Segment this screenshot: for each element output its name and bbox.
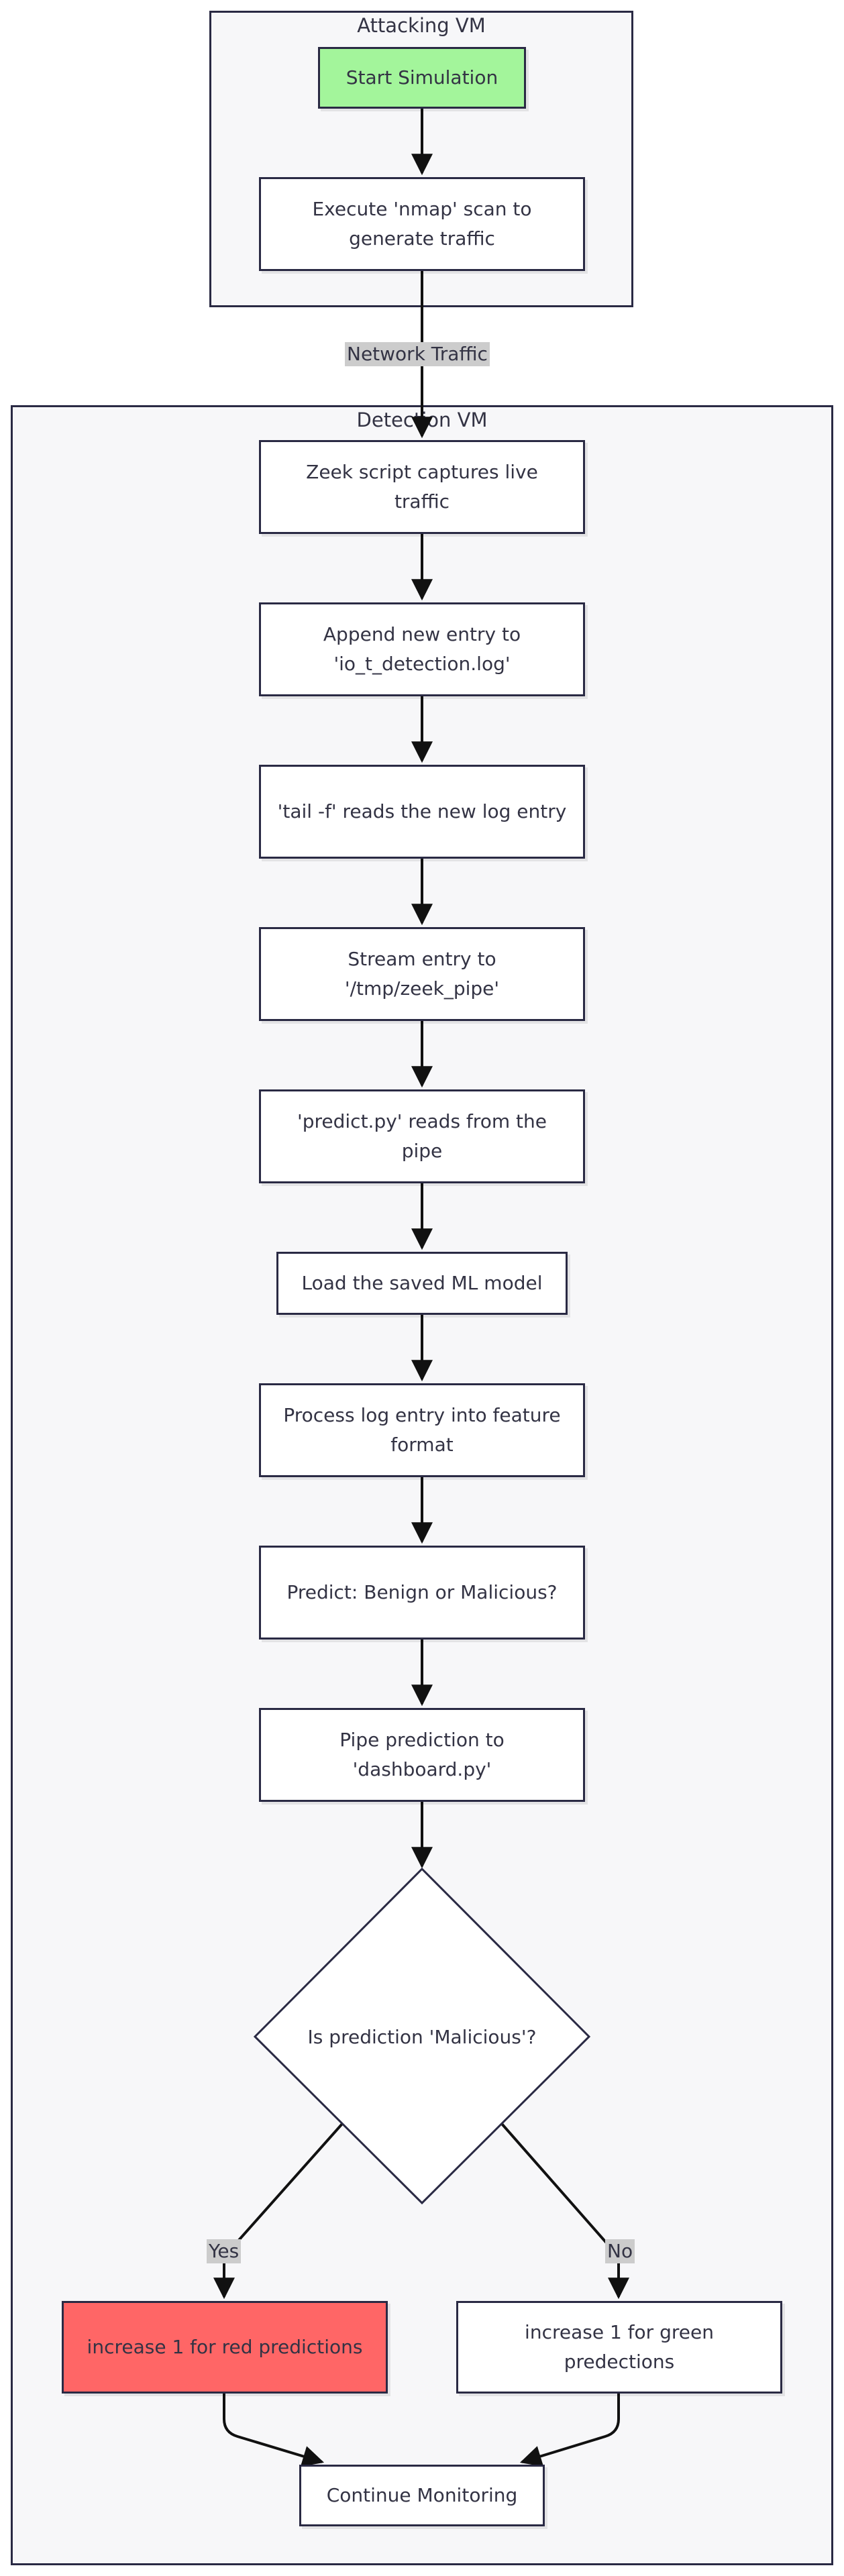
edge-label-no: No [605, 2239, 635, 2263]
process-entry-node: Process log entry into feature format [259, 1383, 585, 1477]
attacking-vm-title: Attacking VM [357, 14, 486, 37]
edge-label-yes: Yes [207, 2239, 242, 2263]
edge-label-network-traffic: Network Traffic [345, 342, 490, 366]
nmap-scan-node: Execute 'nmap' scan to generate traffic [259, 177, 585, 271]
append-log-node: Append new entry to 'io_t_detection.log' [259, 602, 585, 696]
stream-pipe-node: Stream entry to '/tmp/zeek_pipe' [259, 927, 585, 1021]
pipe-dashboard-node: Pipe prediction to 'dashboard.py' [259, 1708, 585, 1802]
edge-red-continue [223, 2394, 325, 2467]
red-predictions-node: increase 1 for red predictions [62, 2301, 388, 2394]
tail-reads-node: 'tail -f' reads the new log entry [259, 765, 585, 859]
decision-label: Is prediction 'Malicious'? [307, 2025, 537, 2048]
green-predictions-node: increase 1 for green predections [456, 2301, 782, 2394]
edge-green-continue [519, 2394, 620, 2467]
decision-diamond [253, 1867, 591, 2205]
continue-monitoring-node: Continue Monitoring [299, 2465, 545, 2526]
predict-py-node: 'predict.py' reads from the pipe [259, 1089, 585, 1183]
predict-node: Predict: Benign or Malicious? [259, 1546, 585, 1640]
load-model-node: Load the saved ML model [276, 1252, 568, 1315]
edge-decision-no [500, 2123, 629, 2300]
start-simulation-node: Start Simulation [318, 47, 526, 109]
zeek-capture-node: Zeek script captures live traffic [259, 440, 585, 534]
edge-decision-yes [213, 2123, 344, 2300]
